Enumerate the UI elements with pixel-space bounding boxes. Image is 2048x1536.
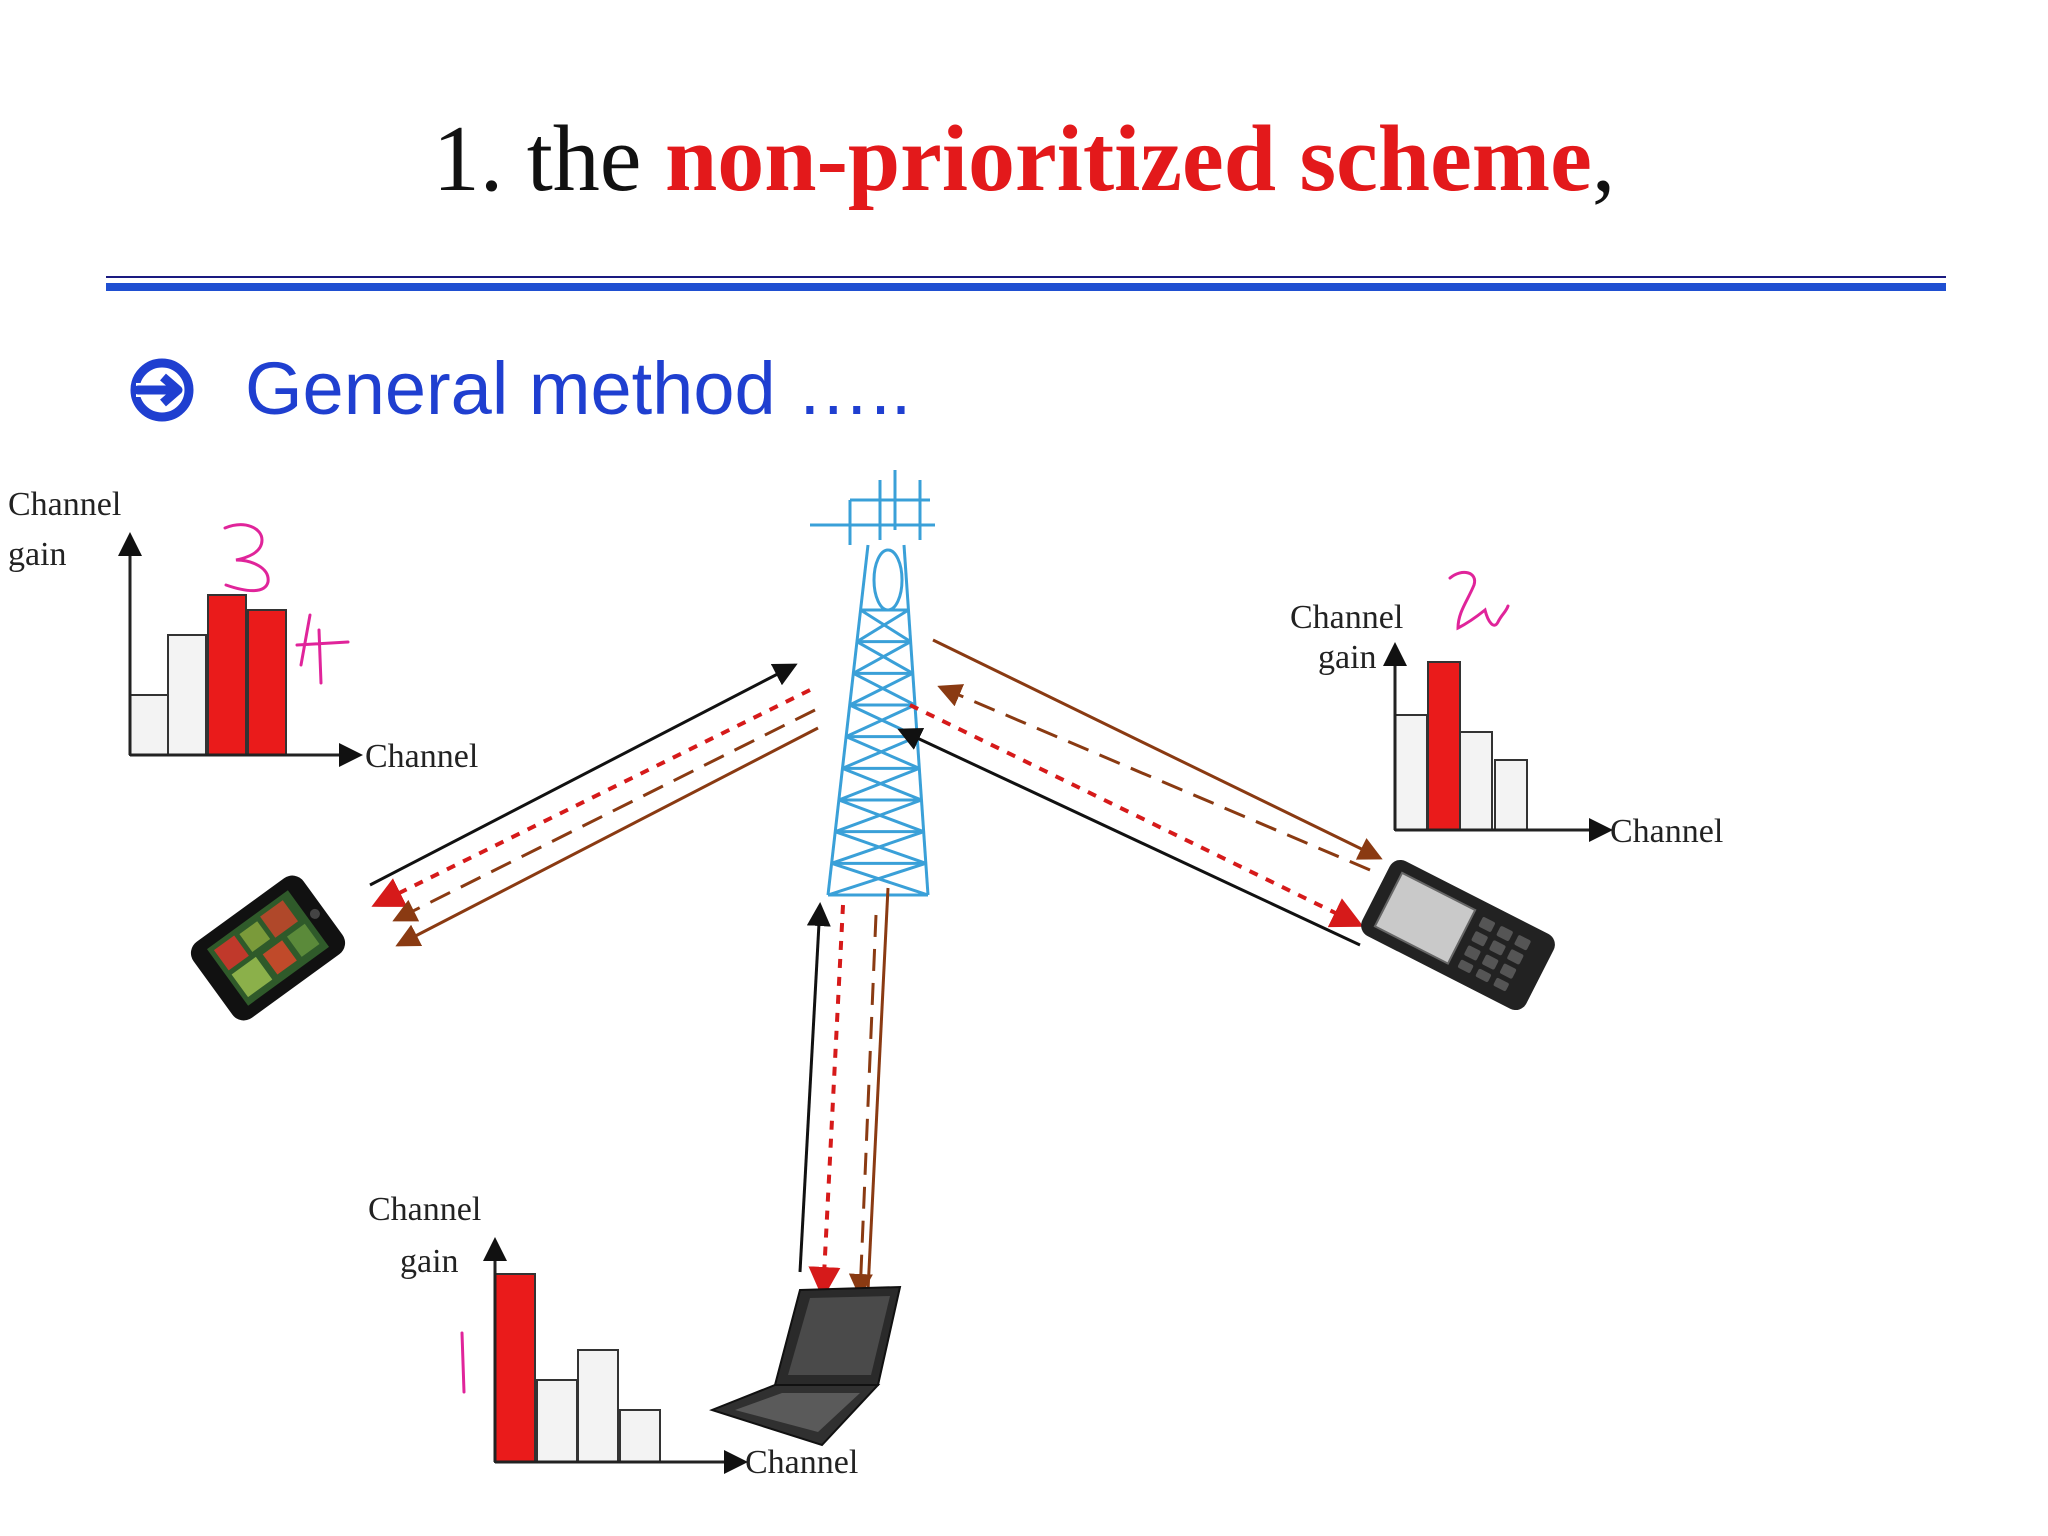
title-divider-thick bbox=[106, 283, 1946, 291]
base-station-tower-icon bbox=[810, 470, 935, 897]
channel-bar bbox=[129, 694, 169, 756]
channel-bar bbox=[167, 634, 207, 756]
annotation-4 bbox=[295, 613, 350, 685]
highlighted-channel-bar bbox=[247, 609, 287, 756]
bullet-text: General method ….. bbox=[245, 347, 912, 430]
highlighted-channel-bar bbox=[494, 1273, 536, 1463]
laptop-icon bbox=[709, 1285, 902, 1447]
y-axis-label-line1: Channel bbox=[1290, 599, 1403, 636]
slide-title: 1. the non-prioritized scheme, bbox=[0, 112, 2048, 206]
x-axis-label: Channel bbox=[745, 1444, 858, 1481]
channel-bar bbox=[577, 1349, 619, 1463]
channel-bar bbox=[619, 1409, 661, 1463]
title-word: the bbox=[526, 107, 642, 211]
y-axis-label-line2: gain bbox=[1318, 639, 1377, 676]
highlighted-channel-bar bbox=[1427, 661, 1461, 831]
y-axis-label-line1: Channel bbox=[368, 1191, 481, 1228]
channel-bar bbox=[1394, 714, 1428, 831]
title-suffix: , bbox=[1591, 107, 1616, 211]
link-smartphone bbox=[369, 663, 819, 947]
title-number: 1. bbox=[432, 107, 504, 211]
channel-bar bbox=[1459, 731, 1493, 831]
y-axis-label-line1: Channel bbox=[8, 486, 121, 523]
highlighted-channel-bar bbox=[207, 594, 247, 756]
link-mobile-phone bbox=[897, 638, 1383, 947]
y-axis-label-line2: gain bbox=[8, 536, 67, 573]
y-axis-label-line2: gain bbox=[400, 1243, 459, 1280]
channel-bar bbox=[1494, 759, 1528, 831]
annotation-3 bbox=[223, 523, 270, 593]
title-divider-thin bbox=[106, 276, 1946, 278]
x-axis-label: Channel bbox=[365, 738, 478, 775]
x-axis-label: Channel bbox=[1610, 813, 1723, 850]
mobile-phone-icon bbox=[1361, 859, 1555, 1011]
title-emphasis: non-prioritized scheme bbox=[665, 107, 1592, 211]
annotation-2 bbox=[1448, 570, 1510, 631]
smartphone-icon bbox=[190, 875, 346, 1021]
channel-bar bbox=[536, 1379, 578, 1463]
link-laptop bbox=[798, 887, 890, 1299]
arrow-circle-right-icon bbox=[130, 358, 194, 422]
annotation-1 bbox=[460, 1331, 466, 1394]
